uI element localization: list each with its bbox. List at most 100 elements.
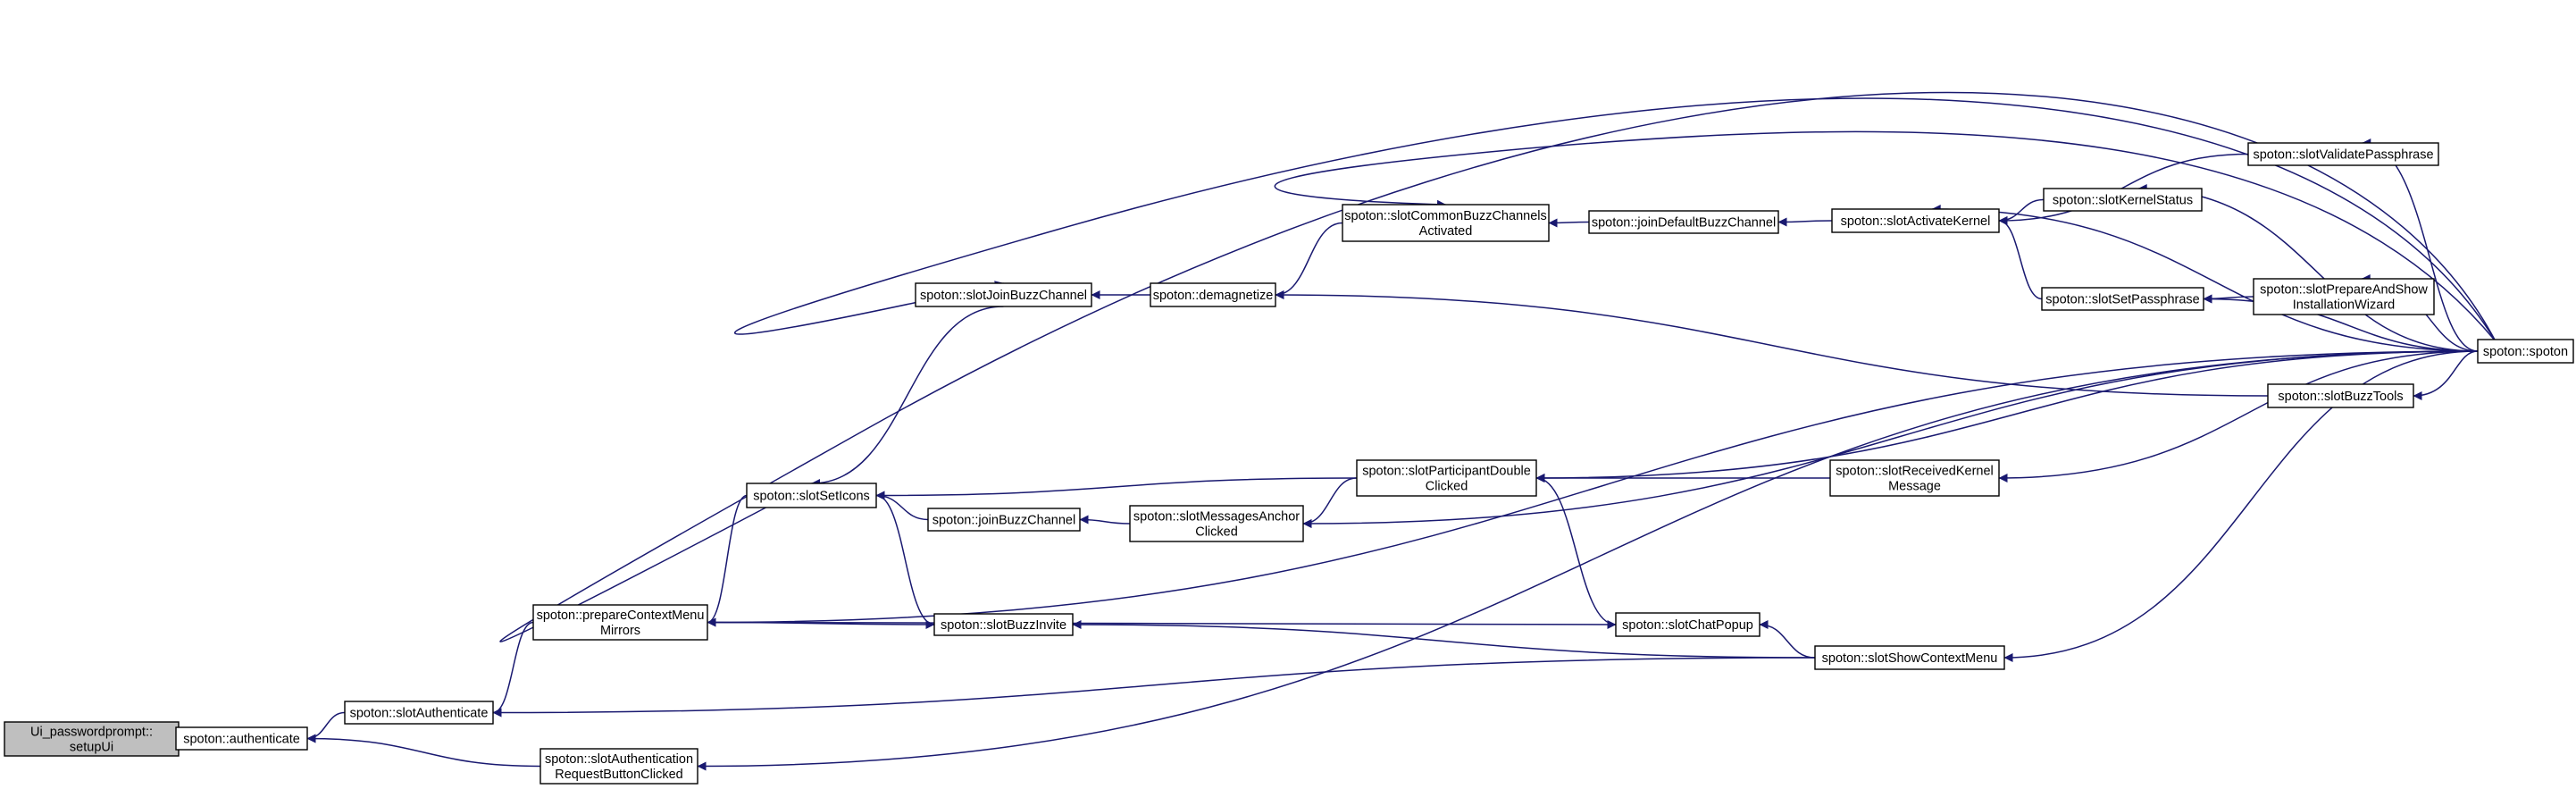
node-label-slotChatPopup-0: spoton::slotChatPopup bbox=[1622, 618, 1753, 633]
node-label-setupUi-1: setupUi bbox=[70, 741, 113, 755]
node-label-slotReceivedKernelMessage-0: spoton::slotReceivedKernel bbox=[1836, 465, 1994, 479]
node-label-slotKernelStatus-0: spoton::slotKernelStatus bbox=[2053, 194, 2193, 208]
node-label-spoton-0: spoton::spoton bbox=[2483, 345, 2568, 359]
node-label-slotParticipantDoubleClicked-0: spoton::slotParticipantDouble bbox=[1362, 465, 1531, 479]
edge-slotShowContextMenu-to-slotAuthenticate bbox=[492, 657, 1816, 718]
edge-slotShowContextMenu-to-slotBuzzInvite bbox=[1072, 620, 1816, 659]
node-slotJoinBuzzChannel[interactable]: spoton::slotJoinBuzzChannel bbox=[915, 282, 1092, 307]
node-label-slotReceivedKernelMessage-1: Message bbox=[1888, 480, 1941, 494]
edge-spoton-to-slotValidatePassphrase bbox=[2362, 138, 2479, 352]
node-slotBuzzInvite[interactable]: spoton::slotBuzzInvite bbox=[933, 613, 1074, 636]
node-label-prepareContextMenuMirrors-1: Mirrors bbox=[600, 624, 640, 638]
node-label-slotSetIcons-0: spoton::slotSetIcons bbox=[753, 490, 870, 504]
node-authenticate[interactable]: spoton::authenticate bbox=[175, 726, 308, 751]
node-box-slotValidatePassphrase[interactable] bbox=[2247, 142, 2439, 166]
edge-prepareContextMenuMirrors-to-slotChatPopup bbox=[707, 619, 1617, 629]
node-slotShowContextMenu[interactable]: spoton::slotShowContextMenu bbox=[1814, 645, 2005, 670]
node-box-slotAuthenticationRequestButtonClicked[interactable] bbox=[539, 748, 698, 785]
edge-prepareContextMenuMirrors-to-slotAuthenticate bbox=[492, 621, 534, 718]
node-label-slotJoinBuzzChannel-0: spoton::slotJoinBuzzChannel bbox=[920, 289, 1087, 303]
edge-spoton-to-slotActivateKernel bbox=[1931, 205, 2479, 352]
edge-spoton-to-slotCommonBuzzChannelsActivated bbox=[1274, 130, 2497, 342]
node-box-slotMessagesAnchorClicked[interactable] bbox=[1129, 505, 1304, 542]
node-label-slotMessagesAnchorClicked-1: Clicked bbox=[1195, 525, 1238, 540]
node-box-slotSetPassphrase[interactable] bbox=[2041, 287, 2204, 311]
node-label-slotMessagesAnchorClicked-0: spoton::slotMessagesAnchor bbox=[1133, 510, 1300, 525]
edge-spoton-to-slotBuzzTools bbox=[2413, 350, 2479, 400]
edge-slotJoinBuzzChannel-to-slotSetIcons bbox=[811, 306, 1004, 488]
node-demagnetize[interactable]: spoton::demagnetize bbox=[1150, 282, 1276, 307]
node-label-slotPrepareAndShowInstallationWizard-1: InstallationWizard bbox=[2293, 298, 2395, 313]
edge-slotParticipantDoubleClicked-to-slotSetIcons bbox=[875, 477, 1358, 500]
node-slotSetIcons[interactable]: spoton::slotSetIcons bbox=[746, 483, 877, 508]
node-box-slotParticipantDoubleClicked[interactable] bbox=[1356, 459, 1537, 497]
node-spoton[interactable]: spoton::spoton bbox=[2477, 339, 2574, 364]
edge-spoton-to-slotJoinBuzzChannel bbox=[733, 97, 2497, 342]
node-box-setupUi[interactable] bbox=[4, 721, 180, 757]
node-joinBuzzChannel[interactable]: spoton::joinBuzzChannel bbox=[927, 508, 1081, 532]
node-box-slotKernelStatus[interactable] bbox=[2043, 188, 2203, 212]
node-box-slotJoinBuzzChannel[interactable] bbox=[915, 282, 1092, 307]
node-box-slotAuthenticate[interactable] bbox=[344, 701, 494, 725]
node-label-demagnetize-0: spoton::demagnetize bbox=[1153, 289, 1274, 303]
node-slotAuthenticate[interactable]: spoton::slotAuthenticate bbox=[344, 701, 494, 725]
node-slotBuzzTools[interactable]: spoton::slotBuzzTools bbox=[2267, 383, 2414, 408]
node-slotSetPassphrase[interactable]: spoton::slotSetPassphrase bbox=[2041, 287, 2204, 311]
node-slotAuthenticationRequestButtonClicked[interactable]: spoton::slotAuthenticationRequestButtonC… bbox=[539, 748, 698, 785]
node-box-demagnetize[interactable] bbox=[1150, 282, 1276, 307]
node-box-slotPrepareAndShowInstallationWizard[interactable] bbox=[2253, 278, 2435, 315]
node-box-slotShowContextMenu[interactable] bbox=[1814, 645, 2005, 670]
node-label-slotAuthenticationRequestButtonClicked-1: RequestButtonClicked bbox=[555, 768, 682, 782]
node-box-prepareContextMenuMirrors[interactable] bbox=[532, 604, 708, 641]
node-box-spoton[interactable] bbox=[2477, 339, 2574, 364]
node-label-slotBuzzInvite-0: spoton::slotBuzzInvite bbox=[941, 618, 1066, 633]
edge-spoton-to-slotSetIcons bbox=[499, 91, 2497, 642]
edge-spoton-to-prepareContextMenuMirrors bbox=[707, 350, 2479, 627]
node-slotPrepareAndShowInstallationWizard[interactable]: spoton::slotPrepareAndShowInstallationWi… bbox=[2253, 278, 2435, 315]
node-label-slotAuthenticate-0: spoton::slotAuthenticate bbox=[350, 707, 489, 721]
edge-slotSetPassphrase-to-slotActivateKernel bbox=[1998, 216, 2043, 300]
node-box-authenticate[interactable] bbox=[175, 726, 308, 751]
node-label-slotShowContextMenu-0: spoton::slotShowContextMenu bbox=[1822, 651, 1998, 666]
edge-slotSetIcons-to-prepareContextMenuMirrors bbox=[707, 494, 748, 627]
call-nodes: Ui_passwordprompt::setupUispoton::authen… bbox=[4, 142, 2574, 785]
node-label-slotPrepareAndShowInstallationWizard-0: spoton::slotPrepareAndShow bbox=[2260, 283, 2428, 298]
node-label-authenticate-0: spoton::authenticate bbox=[183, 733, 300, 747]
node-joinDefaultBuzzChannel[interactable]: spoton::joinDefaultBuzzChannel bbox=[1588, 210, 1779, 234]
node-box-joinDefaultBuzzChannel[interactable] bbox=[1588, 210, 1779, 234]
edge-slotMessagesAnchorClicked-to-joinBuzzChannel bbox=[1079, 515, 1131, 525]
node-box-slotCommonBuzzChannelsActivated[interactable] bbox=[1342, 204, 1550, 242]
node-box-joinBuzzChannel[interactable] bbox=[927, 508, 1081, 532]
node-label-slotCommonBuzzChannelsActivated-0: spoton::slotCommonBuzzChannels bbox=[1344, 209, 1546, 223]
node-box-slotSetIcons[interactable] bbox=[746, 483, 877, 508]
node-setupUi[interactable]: Ui_passwordprompt::setupUi bbox=[4, 721, 180, 757]
node-label-setupUi-0: Ui_passwordprompt:: bbox=[30, 726, 153, 740]
edge-spoton-to-slotReceivedKernelMessage bbox=[1998, 350, 2479, 483]
node-box-slotBuzzTools[interactable] bbox=[2267, 383, 2414, 408]
node-label-slotActivateKernel-0: spoton::slotActivateKernel bbox=[1841, 214, 1991, 229]
edge-slotBuzzInvite-to-slotSetIcons bbox=[875, 491, 935, 625]
node-box-slotActivateKernel[interactable] bbox=[1831, 208, 2000, 233]
node-slotKernelStatus[interactable]: spoton::slotKernelStatus bbox=[2043, 188, 2203, 212]
node-box-slotBuzzInvite[interactable] bbox=[933, 613, 1074, 636]
edge-slotChatPopup-to-slotParticipantDoubleClicked bbox=[1535, 474, 1617, 625]
edge-spoton-to-slotParticipantDoubleClicked bbox=[1535, 350, 2479, 483]
edge-slotParticipantDoubleClicked-to-slotMessagesAnchorClicked bbox=[1302, 477, 1358, 528]
node-label-joinBuzzChannel-0: spoton::joinBuzzChannel bbox=[933, 514, 1075, 528]
node-label-joinDefaultBuzzChannel-0: spoton::joinDefaultBuzzChannel bbox=[1592, 216, 1776, 231]
node-label-slotAuthenticationRequestButtonClicked-0: spoton::slotAuthentication bbox=[545, 752, 693, 767]
node-box-slotReceivedKernelMessage[interactable] bbox=[1829, 459, 2000, 497]
node-box-slotChatPopup[interactable] bbox=[1615, 612, 1761, 637]
node-slotValidatePassphrase[interactable]: spoton::slotValidatePassphrase bbox=[2247, 142, 2439, 166]
node-slotActivateKernel[interactable]: spoton::slotActivateKernel bbox=[1831, 208, 2000, 233]
edge-spoton-to-slotKernelStatus bbox=[2137, 184, 2479, 352]
edge-slotCommonBuzzChannelsActivated-to-demagnetize bbox=[1275, 222, 1343, 299]
edge-slotShowContextMenu-to-slotChatPopup bbox=[1759, 620, 1816, 659]
node-slotChatPopup[interactable]: spoton::slotChatPopup bbox=[1615, 612, 1761, 637]
